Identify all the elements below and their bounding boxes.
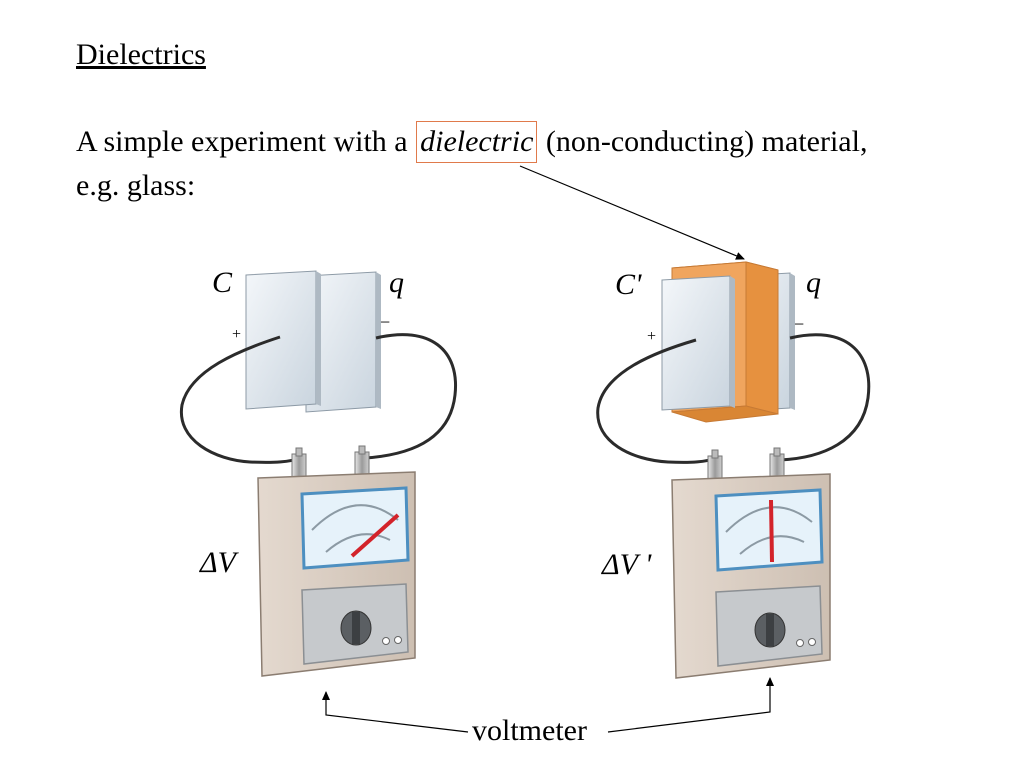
dielectric-arrow — [519, 165, 745, 260]
right-voltmeter — [671, 447, 831, 679]
left-negative-wire — [364, 333, 458, 460]
left-voltmeter — [257, 445, 416, 677]
left-needle — [350, 513, 400, 558]
intro-after: (non-conducting) material, e.g. glass: — [76, 125, 868, 202]
intro-before: A simple experiment with a — [76, 125, 416, 158]
right-positive-plate — [661, 275, 731, 411]
left-capacitor — [245, 270, 381, 413]
right-capacitance-label: C' — [615, 268, 642, 301]
voltmeter-arrow-left — [322, 691, 469, 733]
left-plus-sign: + — [232, 326, 242, 343]
left-charge-label: q — [389, 266, 404, 299]
left-capacitance-label: C — [212, 266, 233, 299]
left-minus-sign: − — [380, 312, 391, 332]
left-positive-plate — [245, 270, 317, 410]
right-plus-sign: + — [647, 328, 657, 345]
voltmeter-arrow-right — [607, 677, 774, 733]
right-voltage-label: ΔV ' — [602, 548, 652, 581]
right-positive-wire — [596, 338, 717, 464]
slide-title: Dielectrics — [76, 38, 206, 71]
left-voltage-label: ΔV — [200, 546, 236, 579]
left-positive-wire — [179, 335, 301, 464]
right-needle — [769, 499, 774, 563]
right-charge-label: q — [806, 266, 821, 299]
right-negative-wire — [779, 333, 871, 462]
intro-text: A simple experiment with a dielectric (n… — [76, 120, 876, 208]
right-capacitor — [661, 261, 795, 423]
dielectric-highlight: dielectric — [416, 121, 538, 163]
voltmeter-caption: voltmeter — [470, 714, 589, 748]
right-minus-sign: − — [794, 314, 805, 334]
